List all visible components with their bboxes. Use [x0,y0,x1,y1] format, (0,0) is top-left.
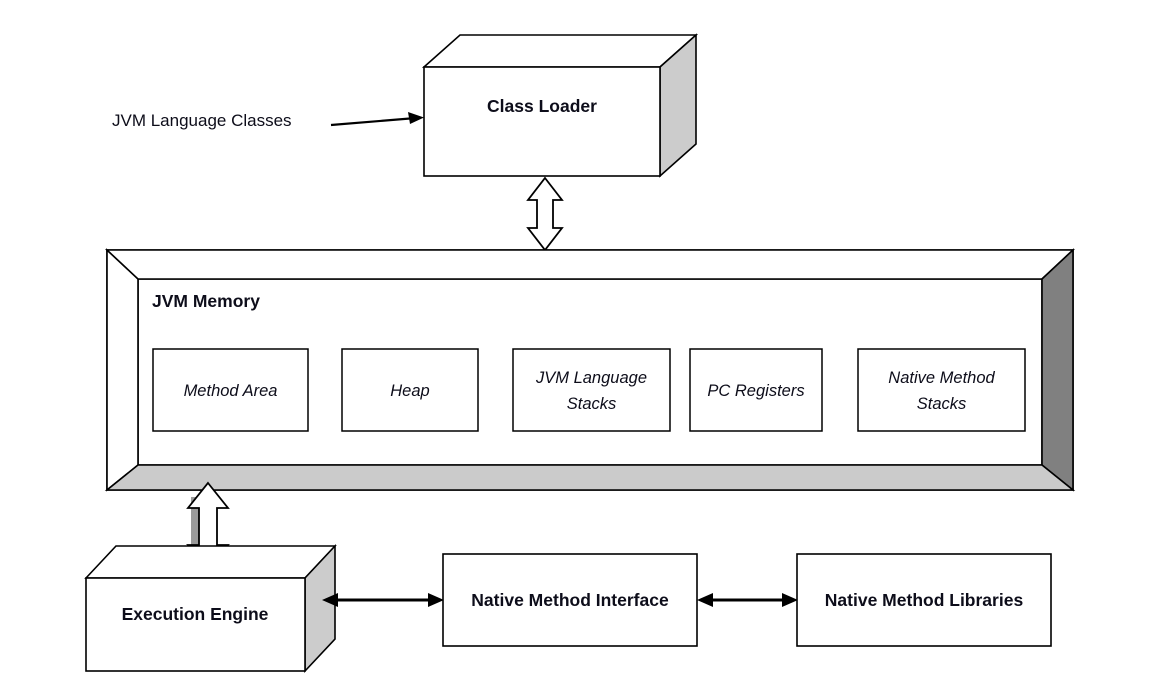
connector-execution-engine-to-native-method-interface-icon [322,593,444,607]
class-loader-box[interactable]: Class Loader [421,33,699,178]
native-method-libraries-box[interactable]: Native Method Libraries [796,553,1052,647]
input-label: JVM Language Classes [112,111,292,130]
memory-region-label: Heap [390,382,429,400]
native-method-libraries-label: Native Method Libraries [825,590,1024,610]
native-method-interface-box[interactable]: Native Method Interface [442,553,698,647]
jvm-memory-label: JVM Memory [152,291,260,311]
memory-region-label: Method Area [184,382,278,400]
memory-region-label-line2: Stacks [917,395,967,413]
connector-native-method-interface-to-libraries-icon [697,593,798,607]
connector-classes-to-class-loader-icon [330,112,424,127]
memory-region-label-line2: Stacks [567,395,617,413]
connector-class-loader-to-jvm-memory-icon [526,176,564,252]
native-method-interface-label: Native Method Interface [471,590,669,610]
memory-region-heap[interactable]: Heap [341,348,479,432]
memory-region-label-line1: Native Method [888,369,995,387]
execution-engine-box[interactable]: Execution Engine [84,543,337,674]
memory-region-label: PC Registers [707,382,804,400]
memory-region-label-line1: JVM Language [535,369,647,387]
execution-engine-label: Execution Engine [122,604,269,624]
jvm-memory-container[interactable]: JVM Memory Method Area Heap JVM Language… [104,248,1076,492]
memory-region-method-area[interactable]: Method Area [152,348,309,432]
memory-region-pc-registers[interactable]: PC Registers [689,348,823,432]
class-loader-label: Class Loader [487,96,597,116]
memory-region-jvm-language-stacks[interactable]: JVM Language Stacks [512,348,671,432]
memory-region-native-method-stacks[interactable]: Native Method Stacks [857,348,1026,432]
